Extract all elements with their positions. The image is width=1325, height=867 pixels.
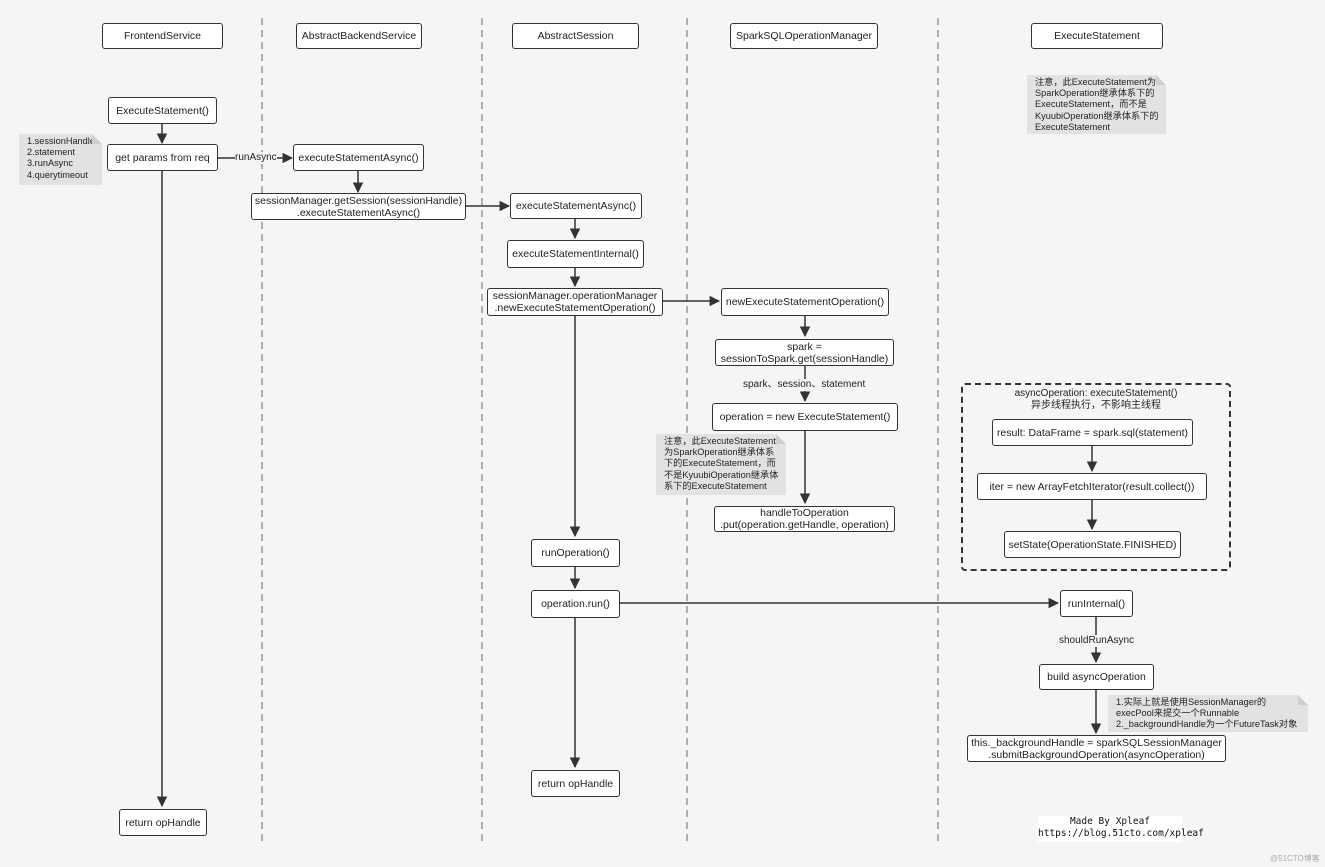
node-bs-execute-statement-async: executeStatementAsync()	[293, 144, 424, 171]
node-new-execute-statement-operation: newExecuteStatementOperation()	[721, 288, 889, 316]
note-submit-explanation: 1.实际上就是使用SessionManager的 execPool来提交一个Ru…	[1108, 695, 1308, 732]
author-credit: Made By Xpleaf https://blog.51cto.com/xp…	[1038, 816, 1204, 842]
node-spark-sql: result: DataFrame = spark.sql(statement)	[992, 419, 1193, 446]
note-execute-statement-top: 注意，此ExecuteStatement为 SparkOperation继承体系…	[1027, 75, 1166, 134]
node-new-execute-statement: operation = new ExecuteStatement()	[712, 403, 898, 431]
node-array-fetch-iterator: iter = new ArrayFetchIterator(result.col…	[977, 473, 1207, 500]
node-run-internal: runInternal()	[1060, 590, 1133, 617]
edge-label-spark-session-statement: spark、session、statement	[743, 379, 866, 391]
node-session-new-operation: sessionManager.operationManager .newExec…	[487, 288, 663, 316]
lane-header-abstractbackendservice: AbstractBackendService	[296, 23, 422, 49]
node-as-execute-statement-async: executeStatementAsync()	[510, 193, 642, 219]
async-operation-group-title: asyncOperation: executeStatement() 异步线程执…	[1014, 388, 1178, 411]
node-handle-to-operation: handleToOperation .put(operation.getHand…	[714, 506, 895, 532]
node-execute-statement: ExecuteStatement()	[108, 97, 217, 124]
node-as-return-ophandle: return opHandle	[531, 770, 620, 797]
node-session-to-spark: spark = sessionToSpark.get(sessionHandle…	[715, 339, 894, 366]
watermark: @51CTO博客	[1270, 854, 1320, 863]
async-operation-group	[961, 383, 1231, 571]
node-get-params: get params from req	[107, 144, 218, 171]
node-operation-run: operation.run()	[531, 590, 620, 618]
node-set-state-finished: setState(OperationState.FINISHED)	[1004, 531, 1181, 558]
node-execute-statement-internal: executeStatementInternal()	[507, 240, 644, 268]
edge-label-should-run-async: shouldRunAsync	[1059, 635, 1135, 647]
note-execute-statement-middle: 注意，此ExecuteStatement 为SparkOperation继承体系…	[656, 434, 786, 495]
node-build-async-operation: build asyncOperation	[1039, 664, 1154, 690]
lane-header-sparksqloperationmanager: SparkSQLOperationManager	[730, 23, 878, 49]
node-submit-background-operation: this._backgroundHandle = sparkSQLSession…	[967, 735, 1226, 762]
lane-header-abstractsession: AbstractSession	[512, 23, 639, 49]
lane-header-frontendservice: FrontendService	[102, 23, 223, 49]
node-fs-return-ophandle: return opHandle	[119, 809, 207, 836]
node-run-operation: runOperation()	[531, 539, 620, 567]
lane-header-executestatement: ExecuteStatement	[1031, 23, 1163, 49]
edge-label-run-async: runAsync	[235, 152, 277, 164]
note-request-params: 1.sessionHandle 2.statement 3.runAsync 4…	[19, 134, 102, 185]
node-get-session: sessionManager.getSession(sessionHandle)…	[251, 193, 466, 220]
